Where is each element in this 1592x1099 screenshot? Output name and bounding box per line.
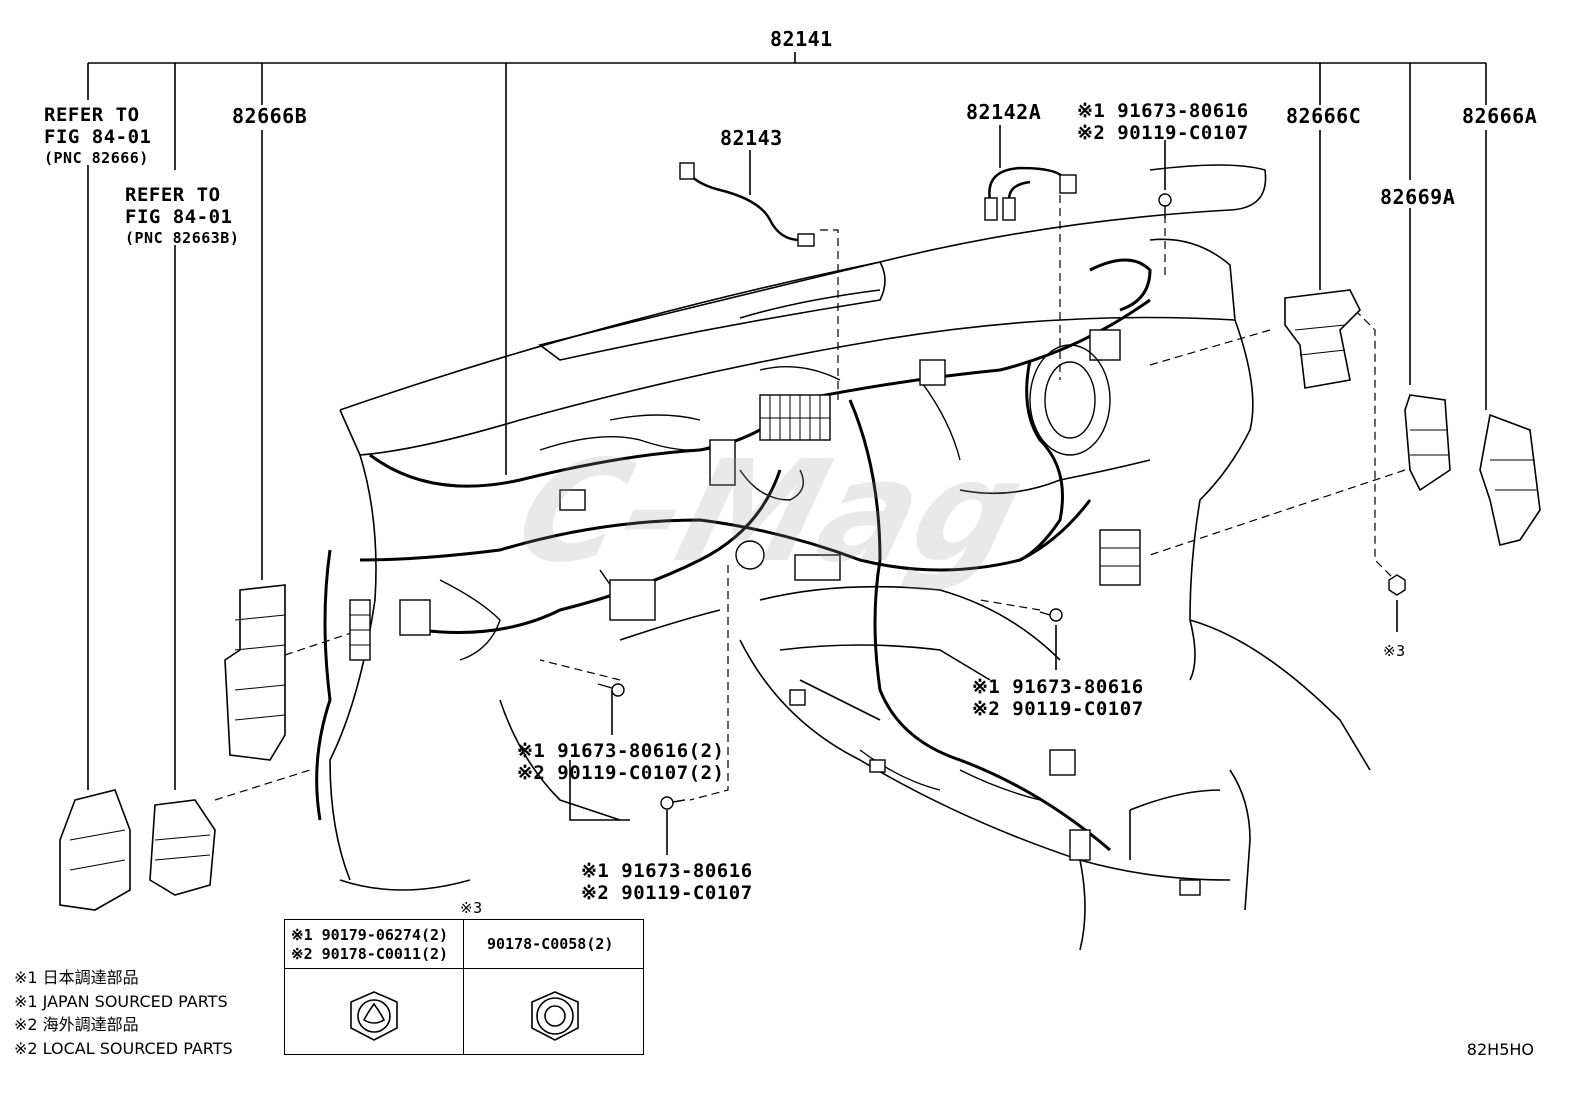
bolt-callout-top: ※1 91673-80616 ※2 90119-C0107 (1077, 100, 1249, 144)
bolt-callout-mid-left: ※1 91673-80616(2) ※2 90119-C0107(2) (517, 740, 724, 784)
part-label-82666A: 82666A (1462, 104, 1538, 128)
refer-line: REFER TO (125, 184, 221, 206)
bolt-icon-top (1158, 193, 1172, 218)
part-label-82669A: 82669A (1380, 185, 1456, 209)
part-label-82141: 82141 (770, 27, 833, 51)
part-label-82143: 82143 (720, 126, 783, 150)
footnote-line: ※2 LOCAL SOURCED PARTS (14, 1038, 233, 1058)
nut-parts-table: ※1 90179-06274(2) ※2 90178-C0011(2) 9017… (284, 919, 644, 1055)
footnote-line: ※2 海外調達部品 (14, 1015, 139, 1034)
refer-line: FIG 84-01 (44, 126, 152, 148)
table-part-number: ※1 90179-06274(2) (291, 926, 449, 944)
table-part-number: ※2 90178-C0011(2) (291, 945, 449, 963)
footnote-line: ※1 JAPAN SOURCED PARTS (14, 991, 228, 1011)
refer-note-82666: REFER TO FIG 84-01 (PNC 82666) (44, 104, 151, 168)
watermark: C-Mag (501, 430, 1040, 593)
mark-3-right: ※3 (1383, 642, 1406, 660)
refer-line: REFER TO (44, 104, 140, 126)
bolt-callout-mid-right: ※1 91673-80616 ※2 90119-C0107 (972, 676, 1144, 720)
part-label-82142A: 82142A (966, 100, 1042, 124)
refer-line: (PNC 82663B) (125, 229, 240, 247)
footnotes: ※1 日本調達部品 ※1 JAPAN SOURCED PARTS ※2 海外調達… (14, 966, 233, 1060)
table-divider (285, 968, 643, 969)
table-cell-left: ※1 90179-06274(2) ※2 90178-C0011(2) (285, 920, 464, 1054)
figure-code: 82H5HO (1466, 1040, 1534, 1059)
bolt-callout-bottom: ※1 91673-80616 ※2 90119-C0107 (581, 860, 753, 904)
bolt-part-number: ※2 90119-C0107 (972, 698, 1144, 720)
bolt-part-number: ※2 90119-C0107(2) (517, 762, 725, 784)
table-part-number: 90178-C0058(2) (487, 935, 614, 953)
bolt-part-number: ※1 91673-80616 (1077, 100, 1249, 122)
bolt-part-number: ※1 91673-80616 (972, 676, 1144, 698)
bolt-part-number: ※1 91673-80616(2) (517, 740, 725, 762)
bolt-part-number: ※2 90119-C0107 (581, 882, 753, 904)
table-cell-right: 90178-C0058(2) (465, 920, 643, 1054)
part-label-82666C: 82666C (1286, 104, 1362, 128)
bolt-part-number: ※2 90119-C0107 (1077, 122, 1249, 144)
refer-line: FIG 84-01 (125, 206, 233, 228)
refer-line: (PNC 82666) (44, 149, 149, 167)
footnote-line: ※1 日本調達部品 (14, 968, 139, 987)
part-label-82666B: 82666B (232, 104, 308, 128)
refer-note-82663B: REFER TO FIG 84-01 (PNC 82663B) (125, 184, 239, 248)
bolt-part-number: ※1 91673-80616 (581, 860, 753, 882)
mark-3-table: ※3 (460, 899, 483, 917)
